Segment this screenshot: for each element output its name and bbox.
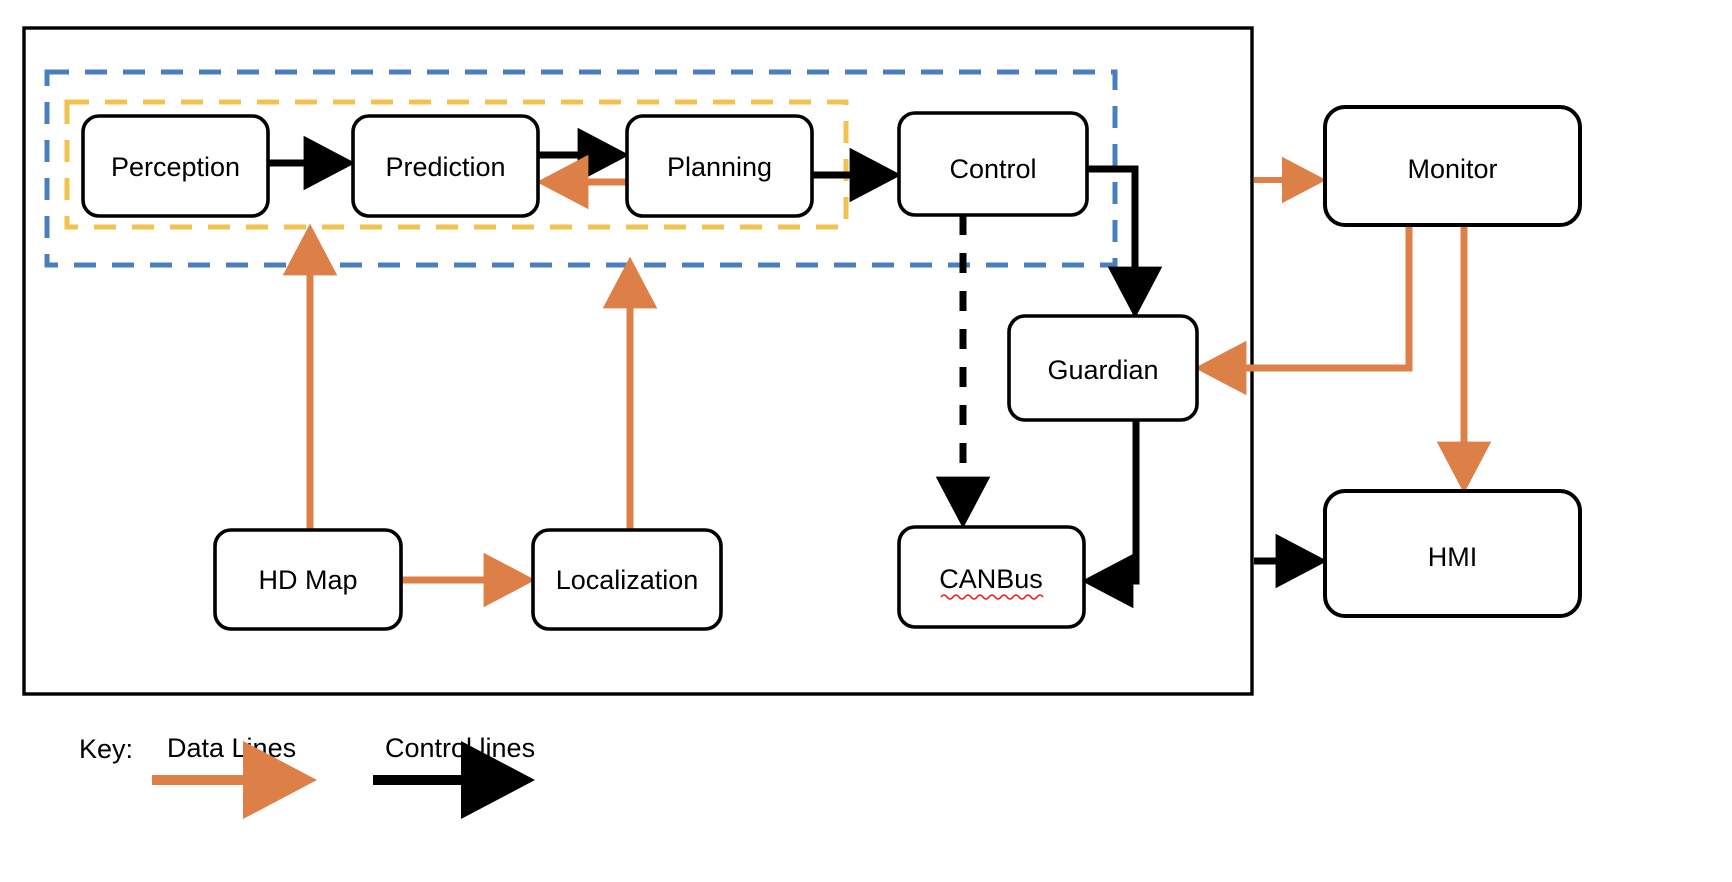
node-perception-box[interactable]	[81, 114, 270, 218]
node-hmi-label: HMI	[1428, 542, 1478, 572]
edge-control-to-guardian	[1087, 165, 1163, 319]
node-guardian[interactable]: Guardian	[1007, 314, 1199, 422]
node-canbus-box[interactable]	[897, 525, 1086, 629]
node-canbus-label: CANBus	[939, 564, 1043, 594]
node-hmi-box[interactable]	[1323, 489, 1582, 618]
node-hd-map[interactable]: HD Map	[213, 528, 403, 631]
node-prediction-label: Prediction	[385, 152, 505, 182]
node-canbus[interactable]: CANBus	[897, 525, 1086, 629]
legend-control-lines-label: Control lines	[385, 733, 535, 763]
node-localization-box[interactable]	[531, 528, 723, 631]
node-monitor-box[interactable]	[1323, 105, 1582, 227]
node-guardian-label: Guardian	[1047, 355, 1158, 385]
node-monitor-label: Monitor	[1407, 154, 1497, 184]
legend-data-lines-label: Data Lines	[167, 733, 296, 763]
node-perception[interactable]: Perception	[81, 114, 270, 218]
inner-dashed-group	[64, 99, 849, 230]
node-hmi[interactable]: HMI	[1323, 489, 1582, 618]
node-control-box[interactable]	[897, 111, 1089, 217]
node-planning-label: Planning	[667, 152, 772, 182]
legend-title: Key:	[79, 734, 133, 764]
outer-dashed-group	[44, 69, 1118, 268]
spellcheck-underline-icon	[940, 594, 1044, 600]
edge-monitor-to-guardian	[1194, 225, 1413, 396]
legend: Key: Data Lines Control lines	[79, 733, 535, 819]
node-monitor[interactable]: Monitor	[1323, 105, 1582, 227]
edge-guardian-to-canbus	[1081, 420, 1140, 609]
node-prediction[interactable]: Prediction	[351, 114, 540, 218]
node-control[interactable]: Control	[897, 111, 1089, 217]
node-hd-map-box[interactable]	[213, 528, 403, 631]
node-localization-label: Localization	[556, 565, 699, 595]
node-prediction-box[interactable]	[351, 114, 540, 218]
node-perception-label: Perception	[111, 152, 240, 182]
node-control-label: Control	[949, 154, 1036, 184]
node-planning-box[interactable]	[625, 114, 814, 218]
node-planning[interactable]: Planning	[625, 114, 814, 218]
node-guardian-box[interactable]	[1007, 314, 1199, 422]
node-localization[interactable]: Localization	[531, 528, 723, 631]
node-hd-map-label: HD Map	[258, 565, 357, 595]
